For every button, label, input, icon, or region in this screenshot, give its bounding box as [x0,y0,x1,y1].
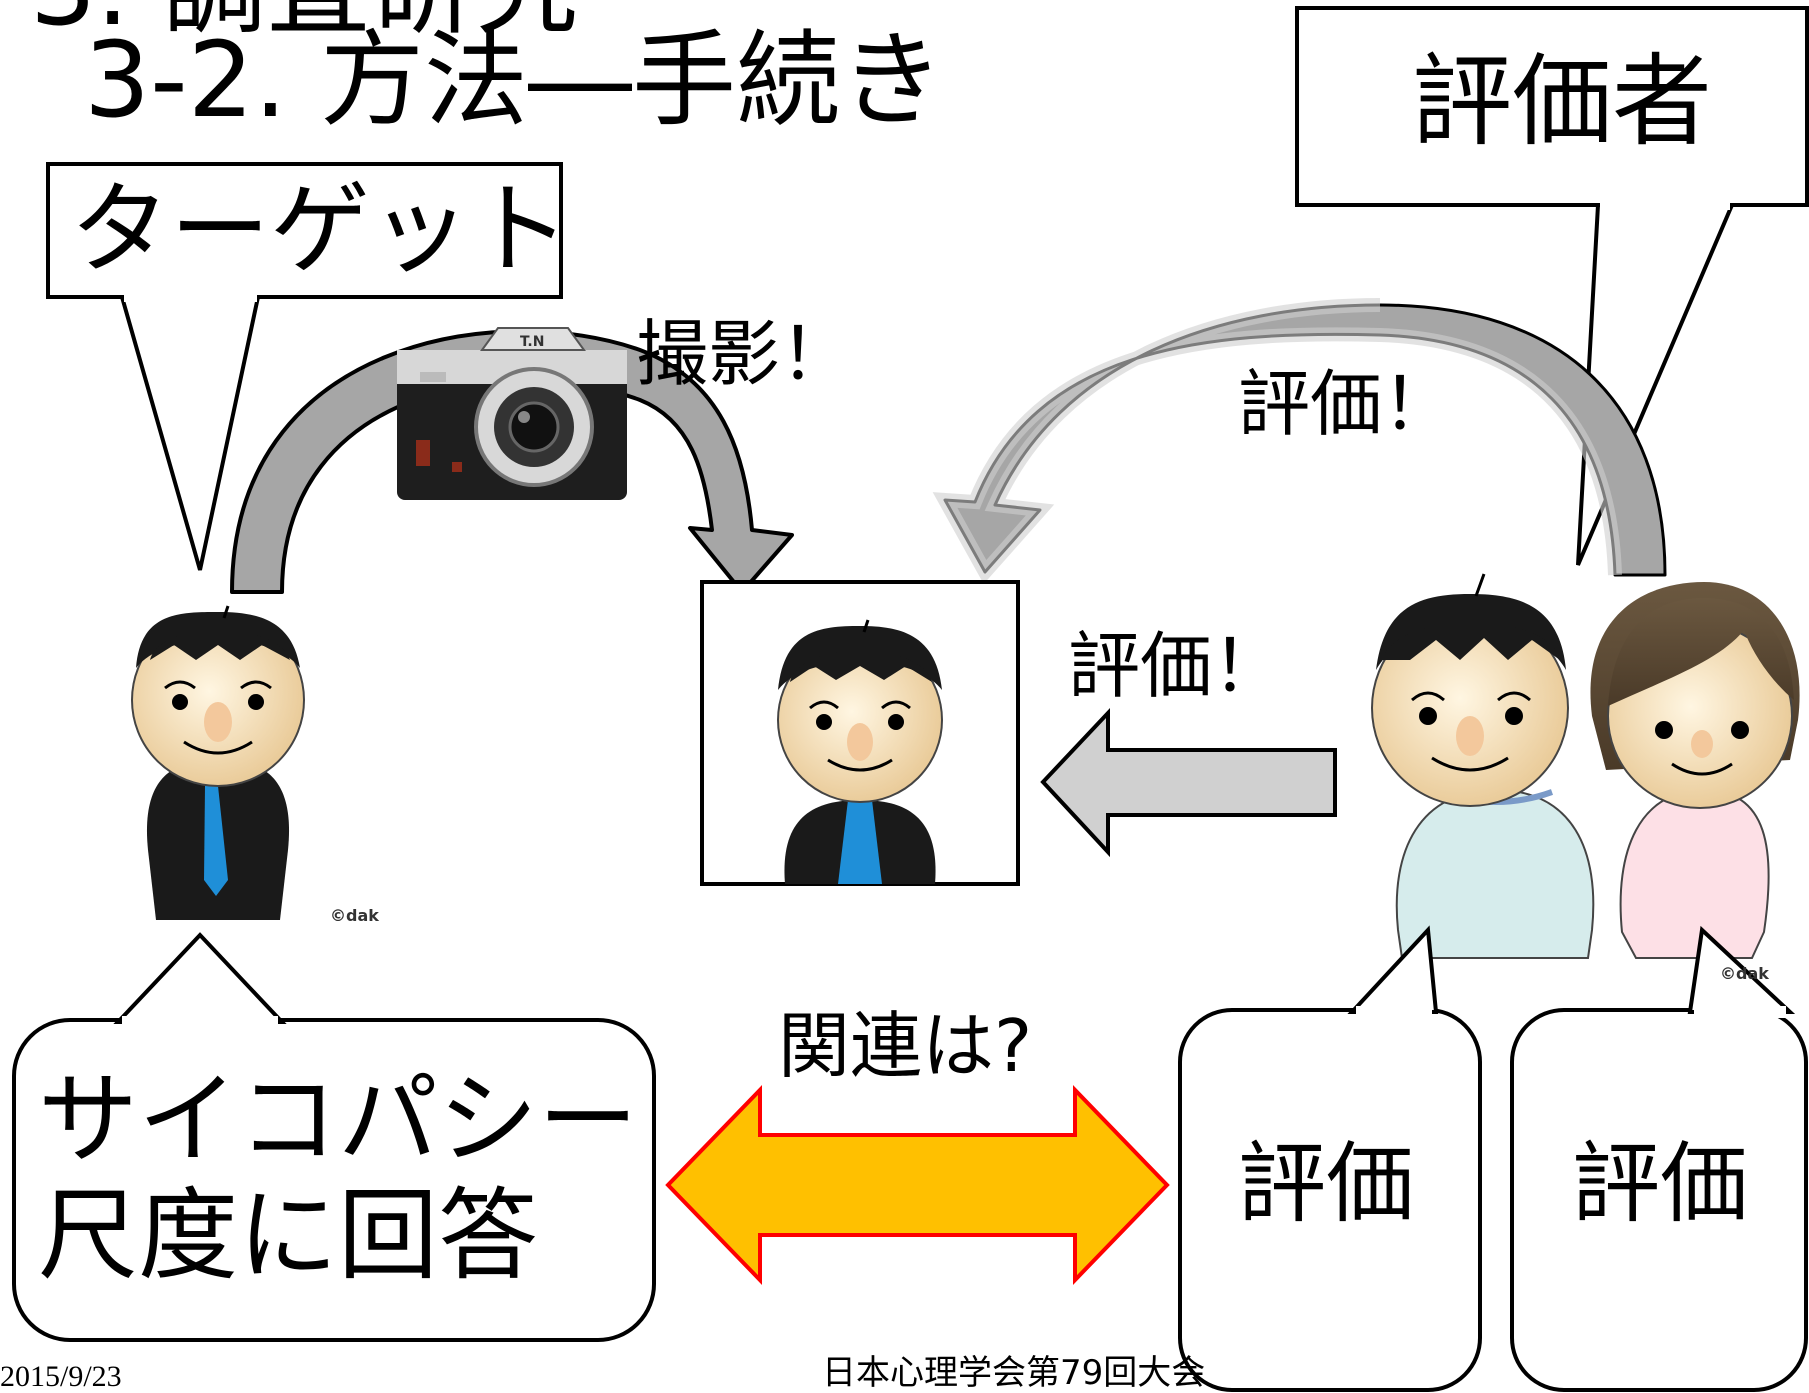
target-label-callout [46,162,563,571]
relation-double-arrow [665,1085,1170,1285]
footer-conference: 日本心理学会第79回大会 [822,1353,1206,1393]
svg-text:T.N: T.N [520,334,544,350]
relation-label: 関連は? [778,1004,1033,1088]
section-title-partial: 3. 調査研究 [30,0,578,40]
rating-right-label: 評価 [1572,1132,1749,1235]
target-bubble-line2: 尺度に回答 [38,1177,538,1294]
credit-left: ©dak [330,906,379,925]
evaluator-boy-icon [1371,573,1595,959]
credit-right: ©dak [1720,964,1769,983]
evaluator-girl-icon [1590,582,1800,959]
photo-person-icon [777,619,943,884]
slide-title: 3-2. 方法―手続き [84,19,944,141]
rating-bubble-left [1178,925,1482,1392]
camera-icon: T.N [397,327,627,500]
evaluate-action-mid-label: 評価！ [1068,624,1285,708]
target-person-icon [131,605,305,920]
evaluate-action-top-label: 評価！ [1238,362,1455,446]
rating-left-label: 評価 [1238,1132,1415,1235]
target-answer-bubble [12,932,656,1342]
footer-date: 2015/9/23 [0,1360,122,1393]
target-label: ターゲット [70,171,570,288]
target-bubble-line1: サイコパシー [38,1061,638,1178]
evaluate-arrow-mid [1040,707,1337,858]
photo-action-label: 撮影！ [636,312,853,396]
rating-bubble-right [1510,925,1808,1392]
evaluator-label: 評価者 [1412,43,1712,160]
